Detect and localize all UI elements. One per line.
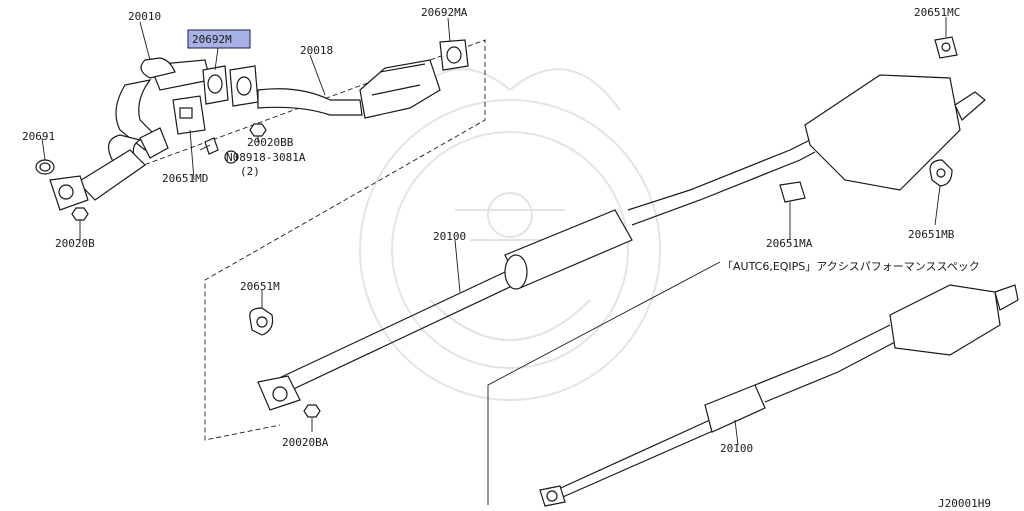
main-pipe-20100-lower[interactable] <box>539 284 1019 507</box>
label-08918-qty[interactable]: (2) <box>240 165 260 178</box>
label-20020ba[interactable]: 20020BA <box>282 436 329 449</box>
label-20651md[interactable]: 20651MD <box>162 172 208 185</box>
hanger-20651ma[interactable] <box>779 181 806 203</box>
label-20651mc[interactable]: 20651MC <box>914 6 960 19</box>
option-note-leader <box>487 261 721 505</box>
gasket-20692ma[interactable] <box>439 39 469 71</box>
label-20651mb[interactable]: 20651MB <box>908 228 955 241</box>
hanger-20651mc[interactable] <box>934 36 958 59</box>
nut-20020b[interactable] <box>71 207 89 221</box>
gasket-20691[interactable] <box>35 159 55 175</box>
nut-20020ba[interactable] <box>303 404 321 418</box>
leader-lines <box>41 17 947 446</box>
label-20692ma[interactable]: 20692MA <box>421 6 468 19</box>
hanger-20651mb[interactable] <box>929 159 953 187</box>
front-pipe-20010[interactable] <box>49 57 211 211</box>
nut-20020bb[interactable] <box>249 123 267 137</box>
bolt-08918[interactable] <box>204 137 238 164</box>
label-20692m[interactable]: 20692M <box>192 33 232 46</box>
label-20651m[interactable]: 20651M <box>240 280 280 293</box>
front-flange[interactable] <box>229 65 259 107</box>
label-20020b[interactable]: 20020B <box>55 237 95 250</box>
label-20100-upper[interactable]: 20100 <box>433 230 466 243</box>
label-20691[interactable]: 20691 <box>22 130 55 143</box>
label-20100-lower[interactable]: 20100 <box>720 442 753 455</box>
main-pipe-20100-upper[interactable] <box>257 74 986 411</box>
gasket-20692m[interactable] <box>202 65 229 105</box>
label-20010[interactable]: 20010 <box>128 10 161 23</box>
hanger-20651m[interactable] <box>249 307 274 336</box>
catalyst-pipe-20018[interactable] <box>257 59 441 119</box>
watermark-emblem <box>359 68 661 401</box>
bracket-20651md[interactable] <box>172 95 206 135</box>
label-20018[interactable]: 20018 <box>300 44 333 57</box>
label-20692m-highlight[interactable]: 20692M <box>187 29 251 49</box>
label-08918-3081a[interactable]: N08918-3081A <box>226 151 306 164</box>
label-20651ma[interactable]: 20651MA <box>766 237 813 250</box>
diagram-code: J20001H9 <box>938 497 991 510</box>
label-20020bb[interactable]: 20020BB <box>247 136 294 149</box>
option-note: 「AUTC6,EQIPS」アクシスパフォーマンススペック <box>722 260 980 273</box>
